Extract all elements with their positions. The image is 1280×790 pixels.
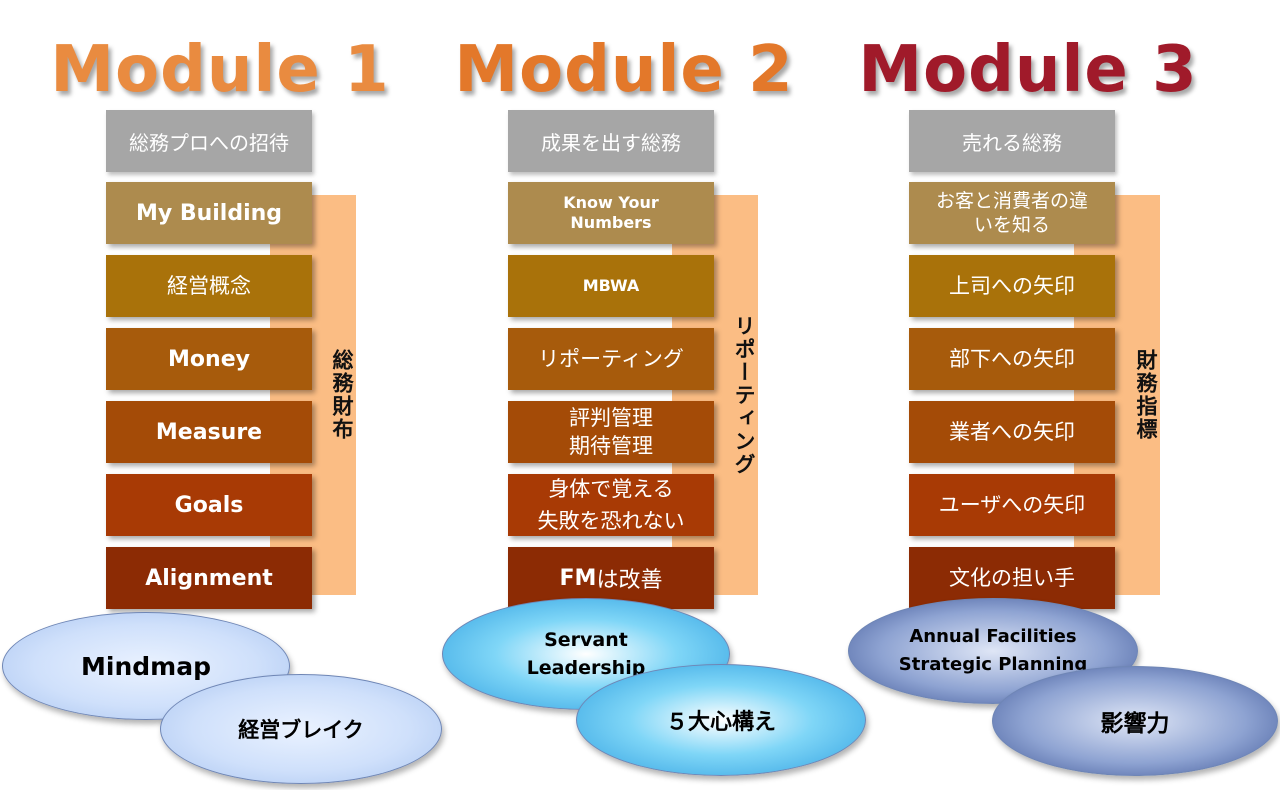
module-1-item: Measure (106, 401, 312, 463)
module-2-title: Module 2 (454, 33, 794, 107)
module-3-item: 部下への矢印 (909, 328, 1115, 390)
module-3-title: Module 3 (858, 33, 1198, 107)
module-1-bracket-label: 総務財布 (330, 349, 354, 441)
module-1-header: 総務プロへの招待 (106, 110, 312, 172)
module-2-item-bold: FM (559, 565, 597, 591)
module-3-bracket-label: 財務指標 (1134, 349, 1158, 441)
module-2-header: 成果を出す総務 (508, 110, 714, 172)
module-3-header: 売れる総務 (909, 110, 1115, 172)
module-3-item: お客と消費者の違 いを知る (909, 182, 1115, 244)
module-3-item: 業者への矢印 (909, 401, 1115, 463)
module-2-item: 評判管理 期待管理 (508, 401, 714, 463)
module-3-ellipse: 影響力 (992, 666, 1278, 776)
module-2-item: リポーティング (508, 328, 714, 390)
module-1-title: Module 1 (50, 33, 390, 107)
module-2-item: MBWA (508, 255, 714, 317)
module-2-item: 身体で覚える 失敗を恐れない (508, 474, 714, 536)
module-3-item: ユーザへの矢印 (909, 474, 1115, 536)
module-1-item: My Building (106, 182, 312, 244)
module-2-item-text: は改善 (596, 568, 663, 593)
module-1-item: Goals (106, 474, 312, 536)
module-2-ellipse: ５大心構え (576, 664, 866, 776)
module-1-item: Money (106, 328, 312, 390)
module-3-item: 上司への矢印 (909, 255, 1115, 317)
module-3-item: 文化の担い手 (909, 547, 1115, 609)
module-2-item: Know Your Numbers (508, 182, 714, 244)
module-2-bracket-label: リポーティング (732, 314, 756, 476)
module-1-item: Alignment (106, 547, 312, 609)
module-1-ellipse: 経営ブレイク (160, 674, 442, 784)
module-1-item: 経営概念 (106, 255, 312, 317)
